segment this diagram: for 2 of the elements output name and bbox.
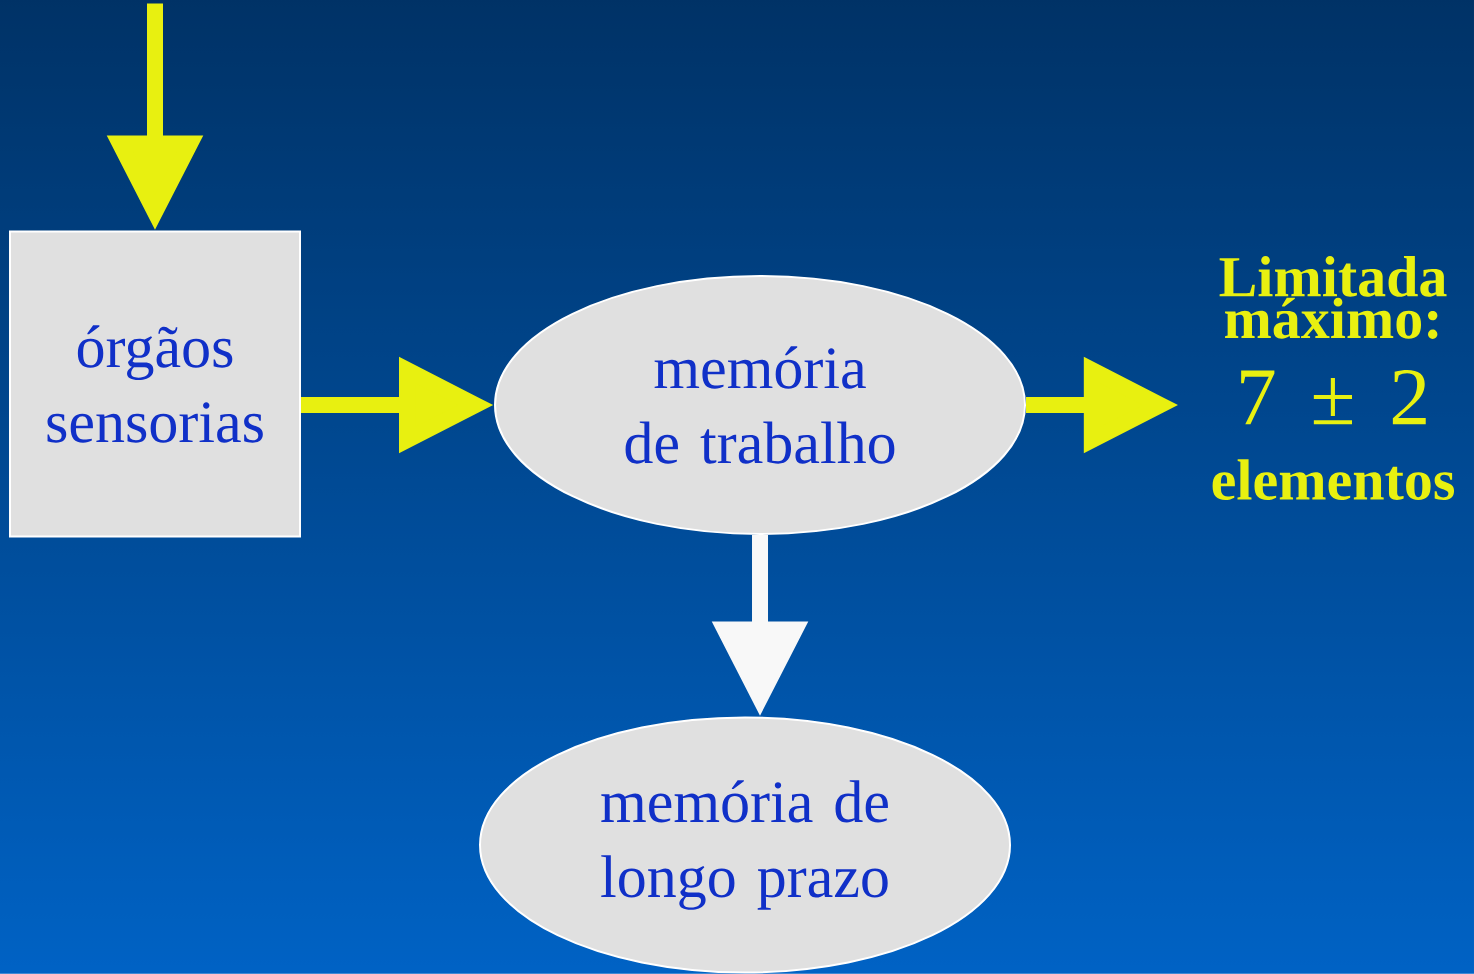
sensory-organs-box: órgãos sensorias <box>9 230 301 538</box>
limit-note: Limitada máximo: 7 ± 2 elementos <box>1212 256 1455 500</box>
